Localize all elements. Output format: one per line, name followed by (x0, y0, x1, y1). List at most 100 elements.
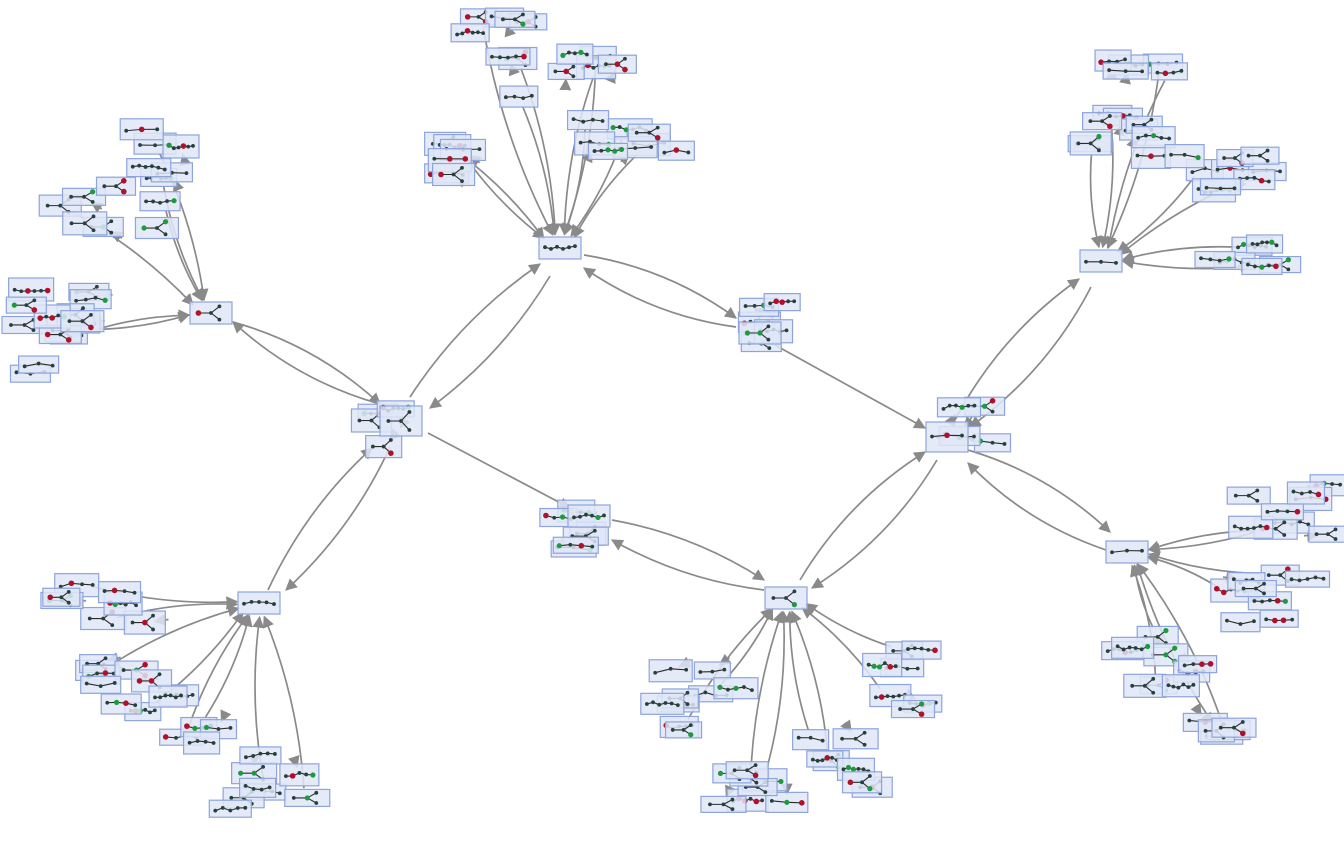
molecule-node[interactable] (100, 693, 142, 715)
hub-top-right[interactable] (1079, 249, 1123, 273)
molecule-node[interactable] (901, 640, 942, 660)
molecule-node[interactable] (69, 289, 112, 310)
molecule-node[interactable] (60, 310, 105, 333)
molecule-node[interactable] (1241, 257, 1283, 276)
molecule-node[interactable] (552, 536, 599, 554)
molecule-node[interactable] (139, 191, 181, 212)
molecule-node[interactable] (1234, 579, 1277, 598)
molecule-node[interactable] (597, 54, 637, 74)
molecule-node[interactable] (1131, 126, 1176, 149)
hub-bottom-right[interactable] (1105, 540, 1149, 564)
molecule-node[interactable] (494, 10, 536, 28)
molecule-node[interactable] (1245, 234, 1284, 254)
molecule-structure-icon (67, 312, 94, 331)
molecule-node[interactable] (640, 692, 685, 715)
molecule-node[interactable] (1150, 62, 1189, 81)
molecule-node[interactable] (627, 123, 671, 142)
molecule-node[interactable] (1164, 144, 1205, 169)
molecule-node[interactable] (1308, 525, 1344, 543)
molecule-node[interactable] (725, 761, 769, 780)
molecule-node[interactable] (566, 109, 610, 131)
molecule-node[interactable] (499, 85, 539, 108)
molecule-node[interactable] (1178, 655, 1218, 674)
carbon-atom (590, 544, 595, 549)
molecule-node[interactable] (1226, 486, 1271, 505)
molecule-node[interactable] (1284, 570, 1331, 588)
oxygen-atom (1272, 617, 1278, 624)
molecule-node[interactable] (806, 750, 844, 768)
molecule-node[interactable] (664, 721, 703, 739)
mid-node-upper[interactable] (738, 321, 782, 345)
molecule-node[interactable] (119, 118, 164, 141)
molecule-node[interactable] (862, 652, 903, 678)
molecule-node[interactable] (547, 62, 585, 81)
molecule-node[interactable] (61, 187, 107, 206)
hub-center-left[interactable] (379, 405, 423, 437)
molecule-node[interactable] (1211, 717, 1257, 738)
molecule-node[interactable] (95, 176, 137, 196)
molecule-node[interactable] (162, 134, 200, 159)
molecule-node[interactable] (148, 685, 188, 708)
molecule-node[interactable] (208, 799, 252, 818)
molecule-node[interactable] (713, 677, 759, 700)
molecule-node[interactable] (765, 791, 809, 813)
hub-bottom-left[interactable] (237, 591, 281, 615)
molecule-node[interactable] (5, 296, 47, 314)
molecule-structure-icon (501, 12, 526, 27)
molecule-node[interactable] (1102, 62, 1149, 80)
carbon-atom (1186, 685, 1191, 690)
molecule-node[interactable] (432, 162, 476, 187)
molecule-node[interactable] (657, 140, 695, 161)
molecule-node[interactable] (841, 771, 883, 794)
molecule-node[interactable] (42, 587, 81, 607)
molecule-node[interactable] (450, 23, 490, 43)
molecule-node[interactable] (1220, 612, 1261, 633)
nitrogen-atom (520, 21, 526, 27)
molecule-node[interactable] (792, 729, 830, 751)
molecule-node[interactable] (182, 731, 221, 755)
molecule-node[interactable] (890, 699, 936, 719)
molecule-node[interactable] (485, 47, 531, 66)
molecule-node[interactable] (284, 788, 331, 808)
molecule-node[interactable] (700, 795, 747, 813)
molecule-node[interactable] (1069, 131, 1112, 156)
molecule-node[interactable] (1259, 609, 1299, 628)
molecule-node[interactable] (1161, 674, 1201, 698)
molecule-node[interactable] (239, 746, 282, 765)
molecule-node[interactable] (1111, 636, 1155, 659)
molecule-node[interactable] (18, 355, 60, 374)
molecule-node[interactable] (1143, 643, 1189, 667)
molecule-node[interactable] (1240, 146, 1280, 165)
molecule-node[interactable] (123, 610, 166, 635)
molecule-node[interactable] (1081, 112, 1123, 131)
hub-top-left[interactable] (189, 301, 233, 325)
molecule-node[interactable] (80, 675, 122, 694)
molecule-node[interactable] (1194, 250, 1236, 269)
molecule-node[interactable] (1233, 168, 1276, 191)
molecule-node[interactable] (134, 216, 180, 240)
hub-top-center[interactable] (538, 236, 582, 260)
molecule-node[interactable] (587, 142, 629, 160)
molecule-node[interactable] (693, 661, 731, 680)
molecule-node[interactable] (97, 581, 142, 604)
molecule-node[interactable] (279, 763, 320, 787)
molecule-node[interactable] (365, 434, 403, 459)
molecule-node[interactable] (973, 433, 1012, 453)
molecule-node[interactable] (556, 43, 594, 65)
molecule-node[interactable] (1228, 515, 1274, 539)
hub-bottom-center[interactable] (764, 586, 808, 610)
molecule-node[interactable] (763, 293, 801, 312)
molecule-node[interactable] (62, 211, 108, 236)
molecule-node[interactable] (1260, 503, 1305, 521)
molecule-node[interactable] (126, 157, 172, 178)
molecule-node[interactable] (1123, 673, 1167, 698)
molecule-node[interactable] (1286, 481, 1326, 505)
molecule-node[interactable] (832, 728, 879, 750)
hub-right-center[interactable] (925, 421, 969, 453)
mid-node-lower[interactable] (567, 504, 611, 528)
molecule-node[interactable] (648, 659, 693, 683)
molecule-node[interactable] (239, 777, 277, 798)
molecule-node[interactable] (1199, 178, 1242, 196)
molecule-node[interactable] (936, 397, 982, 418)
carbon-atom (1265, 240, 1269, 245)
